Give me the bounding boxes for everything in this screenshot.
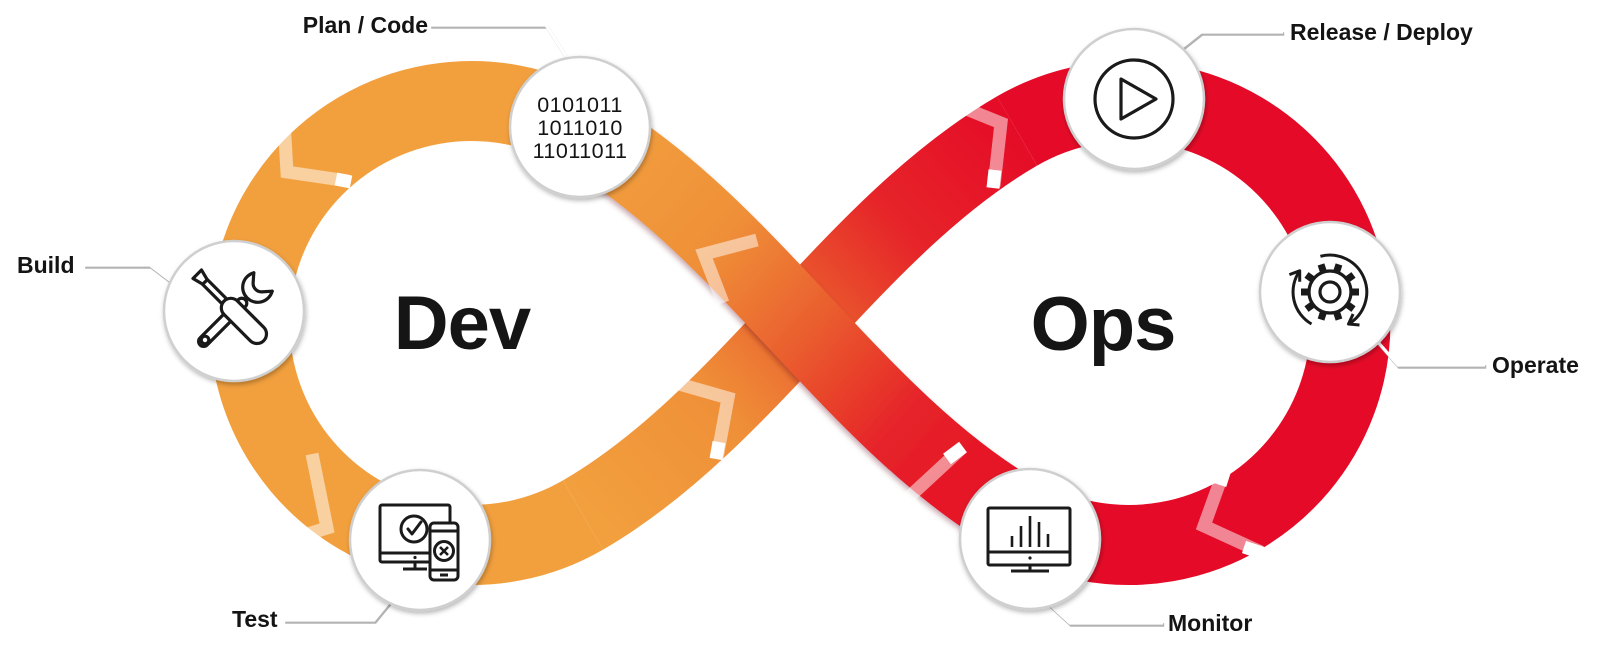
plan-code-badge: 0101011 1011010 11011011 — [508, 55, 652, 199]
flow-chevron — [899, 443, 967, 550]
flow-chevron-tip — [938, 92, 962, 112]
over-cross-strand — [562, 96, 1038, 550]
flow-chevron — [656, 371, 736, 460]
binary-code-icon: 0101011 1011010 11011011 — [533, 93, 628, 163]
flow-chevron — [941, 93, 1009, 187]
stage-badges: 0101011 1011010 11011011 — [162, 27, 1402, 612]
binary-line: 0101011 — [537, 93, 623, 117]
plan-code-label: Plan / Code — [303, 12, 428, 38]
operate-label: Operate — [1492, 352, 1579, 378]
release-deploy-connector — [1181, 30, 1285, 51]
binary-line: 1011010 — [537, 116, 623, 140]
gear-rotation-icon — [1288, 253, 1369, 327]
devices-check-icon — [378, 503, 460, 582]
test-label: Test — [232, 606, 278, 632]
flow-chevron-tip — [943, 441, 967, 465]
build-connector — [84, 263, 174, 285]
plan-code-badge-circle — [508, 55, 652, 199]
operate-connector — [1375, 339, 1487, 369]
dev-loop-label: Dev — [394, 281, 531, 366]
flow-chevron — [264, 452, 335, 554]
flow-chevron — [695, 233, 759, 306]
play-circle-icon — [1093, 58, 1175, 140]
flow-chevron-tip — [275, 100, 292, 126]
screwdriver-wrench-icon — [191, 268, 274, 349]
monitor-label: Monitor — [1168, 610, 1252, 636]
binary-line: 11011011 — [533, 139, 628, 163]
flow-chevron — [1195, 462, 1264, 558]
label-connectors — [84, 23, 1487, 627]
ops-loop-label: Ops — [1031, 282, 1176, 367]
flow-chevron-tip — [1241, 540, 1265, 560]
release-deploy-badge-circle — [1062, 27, 1206, 171]
flow-chevron-tip — [1213, 461, 1234, 487]
test-badge — [348, 468, 492, 612]
flow-chevron-tip — [334, 172, 353, 189]
flow-chevrons — [264, 92, 1265, 560]
build-label: Build — [17, 252, 75, 278]
flow-chevron-tip — [654, 370, 678, 390]
release-deploy-label: Release / Deploy — [1290, 19, 1473, 45]
monitor-badge — [958, 467, 1102, 611]
monitor-stats-icon — [986, 506, 1072, 573]
flow-chevron-tip — [709, 440, 726, 461]
build-badge — [162, 239, 306, 383]
labels: Dev Ops Plan / Code Build Test Release /… — [17, 12, 1579, 636]
operate-badge — [1258, 220, 1402, 364]
plan-code-connector — [430, 23, 570, 61]
flow-chevron — [276, 103, 349, 188]
monitor-connector — [1046, 601, 1165, 627]
release-deploy-badge — [1062, 27, 1206, 171]
test-connector — [284, 595, 396, 624]
flow-chevron-tip — [986, 169, 1002, 189]
flow-chevron-tip — [264, 535, 287, 555]
